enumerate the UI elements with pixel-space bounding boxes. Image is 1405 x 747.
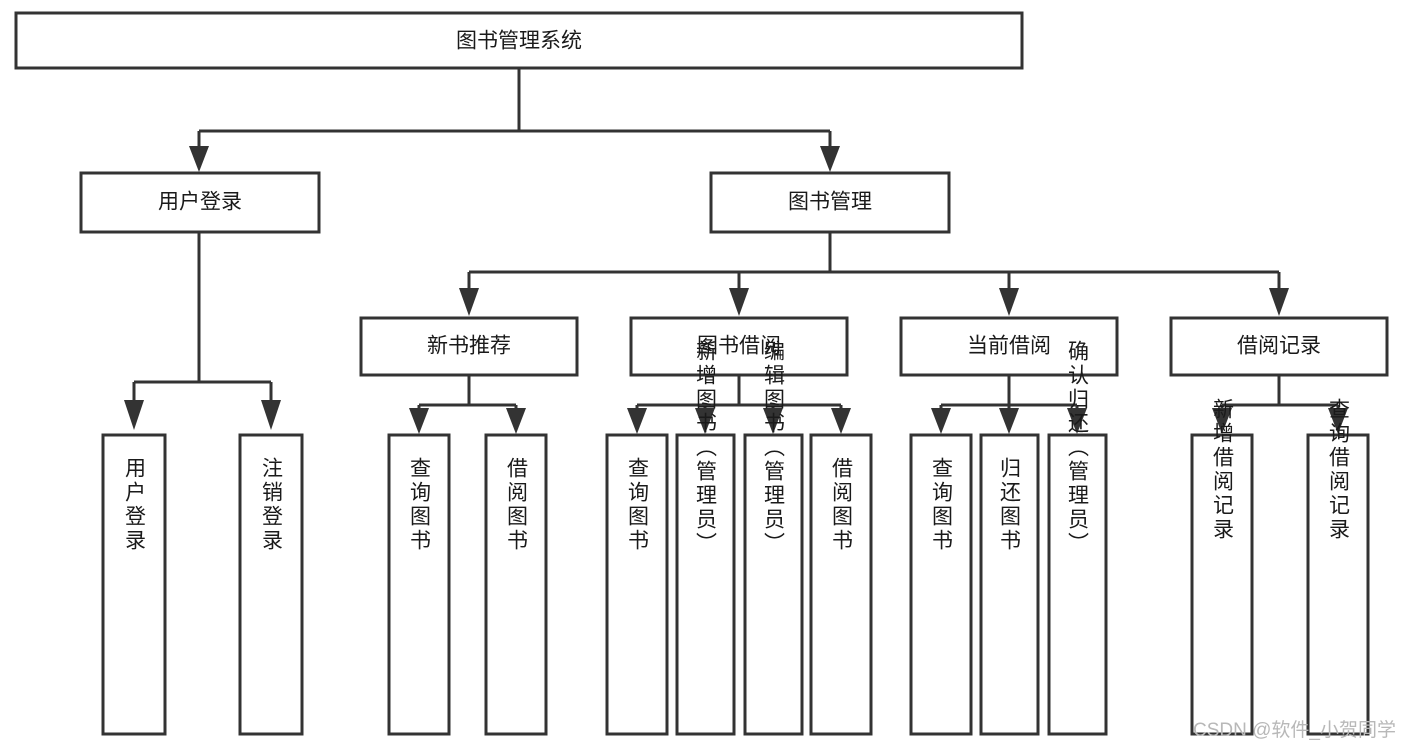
node-borrow-record[interactable]: 借阅记录 — [1169, 316, 1389, 377]
arrow-head-current-borrow — [999, 288, 1019, 316]
arrow-head-fn-edit-book — [763, 408, 783, 434]
node-fn-borrow-book-1-box[interactable] — [484, 433, 548, 736]
node-fn-query-book-3-label: 查询图书 — [930, 457, 954, 553]
node-fn-edit-book-box[interactable] — [743, 433, 804, 736]
arrow-head-fn-query-book-3 — [931, 408, 951, 434]
node-fn-confirm-return-label: 确认归还（管理员） — [1066, 340, 1090, 556]
node-fn-edit-book-label: 编辑图书（管理员） — [762, 340, 786, 556]
arrow-head-fn-borrow-book-1 — [506, 408, 526, 434]
arrow-head-fn-add-record — [1212, 408, 1232, 434]
node-root-label: 图书管理系统 — [456, 30, 582, 53]
node-borrow-record-box[interactable] — [1169, 316, 1389, 377]
arrow-head-fn-user-logout — [261, 400, 281, 430]
node-fn-add-book-box[interactable] — [675, 433, 736, 736]
node-fn-return-book[interactable]: 归还图书 — [979, 433, 1040, 736]
node-new-book-rec[interactable]: 新书推荐 — [359, 316, 579, 377]
arrow-head-fn-query-book-1 — [409, 408, 429, 434]
node-fn-add-record[interactable]: 新增借阅记录 — [1190, 398, 1254, 736]
node-user-login-box[interactable] — [79, 171, 321, 234]
node-fn-user-login-label: 用户登录 — [123, 457, 147, 553]
arrow-head-fn-query-book-2 — [627, 408, 647, 434]
node-fn-query-record-box[interactable] — [1306, 433, 1370, 736]
node-new-book-rec-box[interactable] — [359, 316, 579, 377]
node-fn-return-book-box[interactable] — [979, 433, 1040, 736]
node-fn-query-book-1[interactable]: 查询图书 — [387, 433, 451, 736]
node-fn-borrow-book-2[interactable]: 借阅图书 — [809, 433, 873, 736]
node-current-borrow-box[interactable] — [899, 316, 1119, 377]
arrow-head-new-book-rec — [459, 288, 479, 316]
node-current-borrow[interactable]: 当前借阅 — [899, 316, 1119, 377]
node-borrow-record-label: 借阅记录 — [1237, 335, 1321, 358]
node-fn-query-record-label: 查询借阅记录 — [1327, 398, 1351, 542]
arrow-head-fn-return-book — [999, 408, 1019, 434]
node-fn-query-book-1-label: 查询图书 — [408, 457, 432, 553]
arrow-head-book-manage — [820, 146, 840, 172]
node-fn-query-book-2[interactable]: 查询图书 — [605, 433, 669, 736]
node-fn-user-logout[interactable]: 注销登录 — [238, 433, 304, 736]
node-book-manage[interactable]: 图书管理 — [709, 171, 951, 234]
node-fn-query-book-3[interactable]: 查询图书 — [909, 433, 973, 736]
node-book-borrow-box[interactable] — [629, 316, 849, 377]
node-fn-user-login-box[interactable] — [101, 433, 167, 736]
node-fn-query-book-1-box[interactable] — [387, 433, 451, 736]
node-fn-query-book-2-box[interactable] — [605, 433, 669, 736]
arrow-head-fn-borrow-book-2 — [831, 408, 851, 434]
node-fn-confirm-return[interactable]: 确认归还（管理员） — [1047, 340, 1108, 736]
node-current-borrow-label: 当前借阅 — [967, 335, 1051, 358]
arrow-head-fn-confirm-return — [1067, 408, 1087, 434]
node-user-login-label: 用户登录 — [158, 191, 242, 214]
node-fn-add-book-label: 新增图书（管理员） — [694, 340, 718, 556]
node-fn-query-record[interactable]: 查询借阅记录 — [1306, 398, 1370, 736]
node-fn-user-logout-box[interactable] — [238, 433, 304, 736]
arrow-head-fn-user-login — [124, 400, 144, 430]
node-book-borrow[interactable]: 图书借阅 — [629, 316, 849, 377]
node-book-borrow-label: 图书借阅 — [697, 335, 781, 358]
node-book-manage-label: 图书管理 — [788, 191, 872, 214]
arrow-head-fn-query-record — [1328, 408, 1348, 434]
node-fn-add-book[interactable]: 新增图书（管理员） — [675, 340, 736, 736]
arrow-head-user-login — [189, 146, 209, 172]
node-fn-add-record-label: 新增借阅记录 — [1211, 398, 1235, 542]
node-new-book-rec-label: 新书推荐 — [427, 335, 511, 358]
node-fn-edit-book[interactable]: 编辑图书（管理员） — [743, 340, 804, 736]
node-fn-borrow-book-2-box[interactable] — [809, 433, 873, 736]
node-fn-borrow-book-2-label: 借阅图书 — [830, 457, 854, 553]
arrow-head-book-borrow — [729, 288, 749, 316]
node-fn-borrow-book-1-label: 借阅图书 — [505, 457, 529, 553]
node-fn-query-book-2-label: 查询图书 — [626, 457, 650, 553]
node-fn-confirm-return-box[interactable] — [1047, 433, 1108, 736]
arrow-head-borrow-record — [1269, 288, 1289, 316]
node-fn-query-book-3-box[interactable] — [909, 433, 973, 736]
node-root[interactable]: 图书管理系统 — [14, 11, 1024, 70]
node-book-manage-box[interactable] — [709, 171, 951, 234]
node-user-login[interactable]: 用户登录 — [79, 171, 321, 234]
node-fn-return-book-label: 归还图书 — [998, 457, 1022, 553]
node-root-box[interactable] — [14, 11, 1024, 70]
connector-layer — [124, 68, 1348, 434]
node-fn-user-logout-label: 注销登录 — [260, 457, 284, 553]
csdn-watermark: CSDN @软件_小贺同学 — [1193, 719, 1396, 741]
arrow-head-fn-add-book — [695, 408, 715, 434]
node-fn-user-login[interactable]: 用户登录 — [101, 433, 167, 736]
node-fn-add-record-box[interactable] — [1190, 433, 1254, 736]
node-fn-borrow-book-1[interactable]: 借阅图书 — [484, 433, 548, 736]
